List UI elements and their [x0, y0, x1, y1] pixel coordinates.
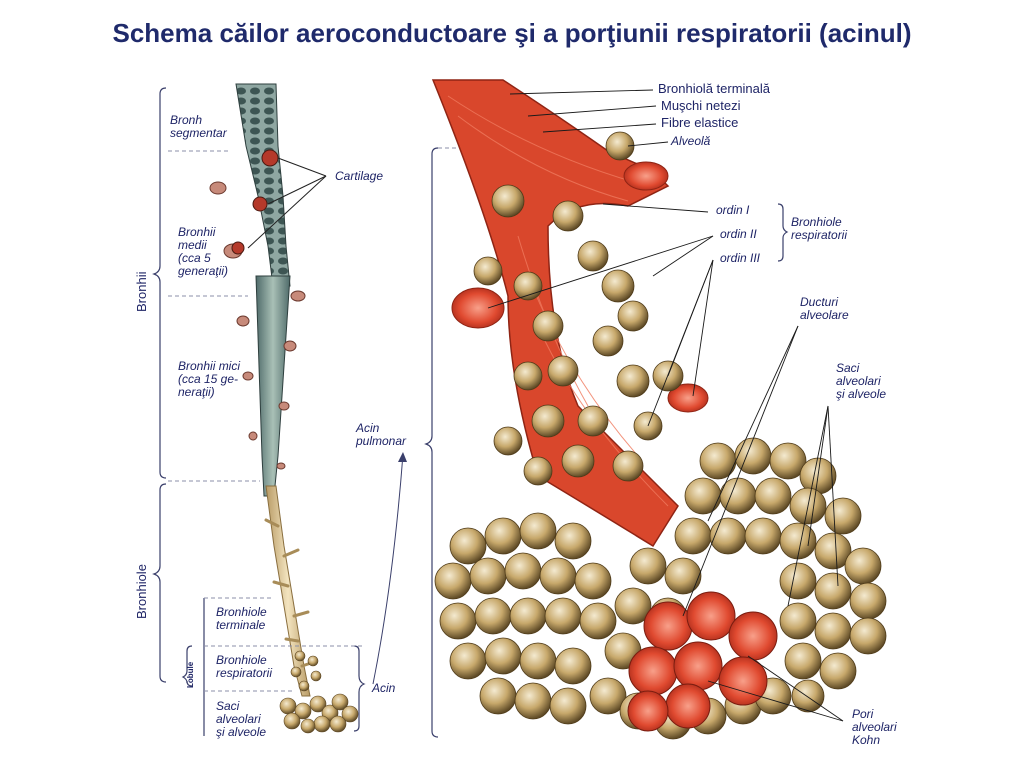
label-ordin-3: ordin III — [720, 251, 761, 265]
label-bronhiola-terminala: Bronhiolă terminală — [658, 81, 771, 96]
page-title: Schema căilor aeroconductoare şi a porţi… — [112, 18, 912, 48]
label-muschi-netezi: Muşchi netezi — [661, 98, 741, 113]
label-bronhiole-vertical: Bronhiole — [134, 564, 149, 619]
acin-arrow — [372, 453, 404, 685]
opened-alveolar-sacs — [627, 591, 778, 732]
label-acin: Acin — [372, 681, 396, 695]
anatomy-illustration — [152, 79, 887, 740]
label-lobule-vertical: Lobule — [186, 661, 195, 688]
label-ordin-2: ordin II — [720, 227, 757, 241]
label-cartilage: Cartilage — [335, 169, 384, 183]
label-bronhii-vertical: Bronhii — [134, 271, 149, 312]
label-fibre-elastice: Fibre elastice — [661, 115, 739, 130]
left-braces — [152, 87, 439, 738]
pointer-lines — [487, 89, 844, 722]
label-bronhii-mici: Bronhii mici(cca 15 ge- neraţii) — [178, 359, 241, 399]
label-alveola: Alveolă — [671, 134, 711, 148]
bronchial-tree — [209, 83, 359, 734]
acinus-illustration — [431, 79, 887, 740]
label-ordin-1: ordin I — [716, 203, 750, 217]
